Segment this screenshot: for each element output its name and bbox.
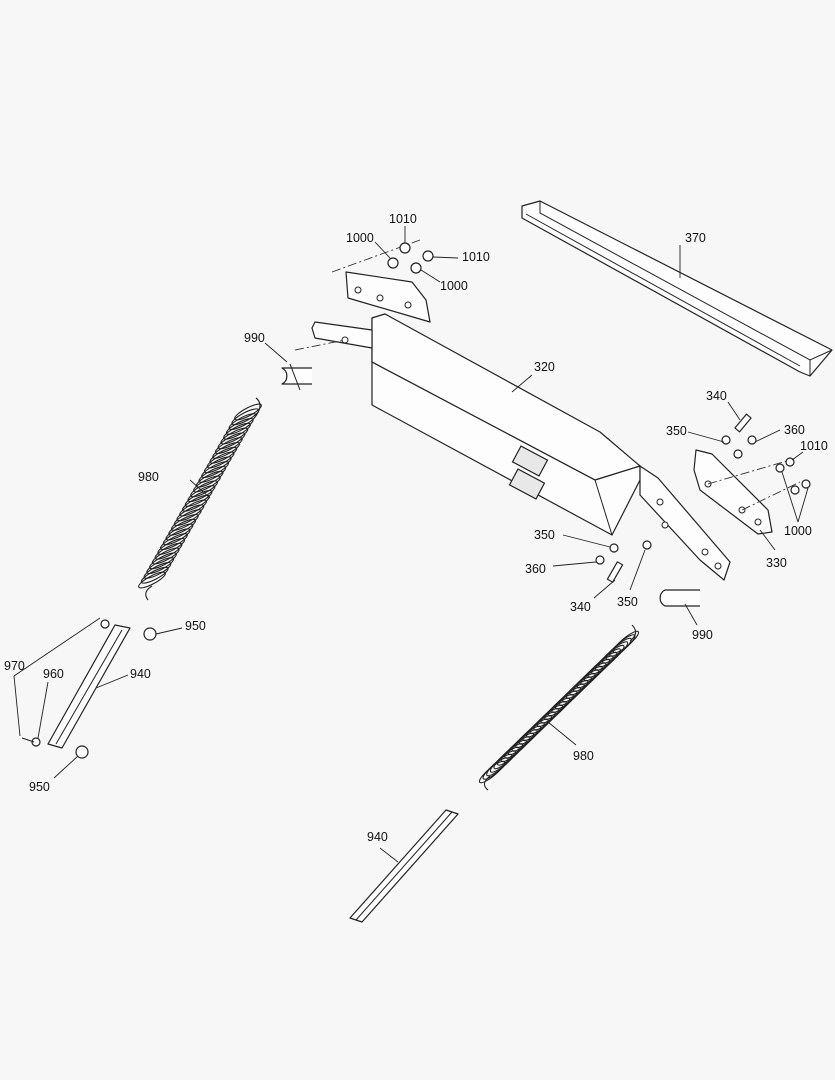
part-340-350-360-right-fasteners [721, 413, 811, 495]
part-940-rod-right [349, 809, 459, 923]
part-340-350-360-lower-fasteners [595, 540, 652, 583]
label-1010: 1010 [462, 250, 490, 264]
label-950: 950 [29, 780, 50, 794]
part-370-rail [521, 200, 833, 377]
part-labels: 1010 1000 1010 1000 370 990 320 340 350 … [4, 212, 828, 844]
leader-lines [13, 226, 809, 863]
label-1000: 1000 [784, 524, 812, 538]
part-left-bracket [294, 239, 431, 351]
label-320: 320 [534, 360, 555, 374]
label-970: 970 [4, 659, 25, 673]
label-1000: 1000 [440, 279, 468, 293]
part-980-spring-right [478, 624, 640, 791]
label-1010: 1010 [800, 439, 828, 453]
label-980: 980 [573, 749, 594, 763]
part-980-spring-left [138, 397, 262, 601]
part-990-ubolt-left [281, 363, 312, 391]
spring-coil [234, 403, 262, 421]
label-950: 950 [185, 619, 206, 633]
part-right-bracket [639, 465, 731, 581]
label-940: 940 [130, 667, 151, 681]
label-350: 350 [617, 595, 638, 609]
label-1010: 1010 [389, 212, 417, 226]
label-350: 350 [534, 528, 555, 542]
part-1010-1000-left-fasteners [387, 242, 434, 274]
label-340: 340 [706, 389, 727, 403]
label-940: 940 [367, 830, 388, 844]
label-350: 350 [666, 424, 687, 438]
label-1000: 1000 [346, 231, 374, 245]
label-960: 960 [43, 667, 64, 681]
label-990: 990 [244, 331, 265, 345]
label-340: 340 [570, 600, 591, 614]
spring-coil [612, 630, 640, 654]
label-360: 360 [525, 562, 546, 576]
label-360: 360 [784, 423, 805, 437]
part-330-plate [693, 449, 801, 535]
label-980: 980 [138, 470, 159, 484]
label-370: 370 [685, 231, 706, 245]
label-330: 330 [766, 556, 787, 570]
part-320-beam [371, 313, 641, 536]
label-990: 990 [692, 628, 713, 642]
part-990-ubolt-right [659, 589, 700, 607]
part-940-rod-left [21, 619, 157, 759]
